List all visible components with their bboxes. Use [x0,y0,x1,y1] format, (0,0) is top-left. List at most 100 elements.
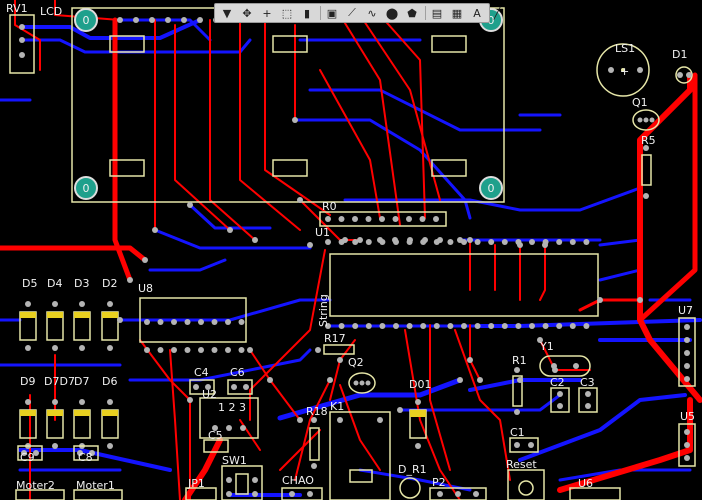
u8-pin [225,347,231,353]
via-set [117,117,643,423]
select-all-icon[interactable]: ▣ [326,6,338,20]
r1-resistor[interactable] [512,367,523,415]
via [267,377,273,383]
text-icon[interactable]: A [473,6,481,20]
c9-capacitor[interactable] [17,445,43,461]
chao-connector[interactable] [281,487,323,500]
r0-pin [352,216,358,222]
r18-resistor[interactable] [309,417,320,469]
via [517,242,523,248]
label-u8: U8 [138,282,153,295]
led-cathode-band [102,410,118,416]
via [552,367,558,373]
label-chip-pins: 1 2 3 [218,401,246,414]
label-q1: Q1 [632,96,648,109]
label-p2: P2 [432,476,446,489]
sw1-switch[interactable] [221,465,263,500]
c5-capacitor[interactable] [203,439,229,453]
label-reset: Reset [506,458,537,471]
u8-pin [144,319,150,325]
interactive-route-icon[interactable]: ∿ [367,6,377,20]
bar-chart-icon[interactable]: ▮ [303,6,311,20]
u6-component[interactable] [569,487,621,500]
label-d01: D01 [409,378,431,391]
c1-capacitor[interactable] [509,437,539,453]
label-d-r1: D_R1 [398,463,427,476]
via [127,277,133,283]
via [187,397,193,403]
led-pin [107,399,113,405]
label-ls1: LS1 [615,42,635,55]
label-y1: Y1 [539,340,554,353]
pin-icon[interactable]: ⬤ [385,6,399,20]
label-moter1: Moter1 [76,479,115,492]
via [337,357,343,363]
u8-pin [184,347,191,353]
r17-resistor[interactable] [315,344,355,355]
label-d2: D2 [102,277,117,290]
jp1-jumper[interactable] [185,487,217,500]
k1-relay[interactable] [329,411,391,500]
led-pin [79,399,85,405]
label-rv1: RV1 [6,2,28,15]
moter1-connector[interactable] [73,489,123,500]
led-pin [52,399,58,405]
via [437,237,443,243]
p2-connector[interactable] [429,487,487,500]
c8-capacitor[interactable] [73,445,99,461]
via [142,257,148,263]
filter-icon[interactable]: ▼ [222,6,232,20]
led-cathode-band [47,410,63,416]
fill-icon[interactable]: ▤ [431,6,443,20]
u1-pin [474,239,481,245]
led-row-top[interactable] [19,301,119,351]
u2-regulator[interactable] [199,397,259,439]
q1-transistor[interactable] [632,109,660,131]
led-pin [25,399,31,405]
line-icon[interactable]: ╱ [493,6,501,20]
d1-diode[interactable] [675,66,693,84]
u8-pin [171,347,177,353]
ls1-buzzer[interactable] [596,43,650,97]
label-d6: D6 [102,375,117,388]
d01-led[interactable] [409,399,427,449]
r5-resistor[interactable] [641,145,652,199]
u7-header[interactable] [678,317,696,387]
c2-capacitor[interactable] [550,387,570,413]
c4-capacitor[interactable] [189,379,215,395]
via [517,377,523,383]
label-c9: C9 [20,451,35,464]
chart-icon[interactable]: ▦ [451,6,463,20]
route-icon[interactable]: ⟋ [348,6,356,19]
u8-driver[interactable] [139,297,247,353]
reset-button[interactable] [507,469,545,500]
led-pin [107,301,113,307]
lcd-pin [165,17,171,23]
u1-pin [488,239,495,245]
rv1-connector[interactable] [9,14,35,74]
r0-resistor-array[interactable] [319,211,447,227]
c6-capacitor[interactable] [227,379,253,395]
label-c3: C3 [580,376,595,389]
u5-header[interactable] [678,423,696,467]
label-moter2: Moter2 [16,479,55,492]
d-r1-diode[interactable] [399,477,421,499]
u8-pin [211,319,218,325]
polygon-icon[interactable]: ⬟ [407,6,417,20]
crosshair-icon[interactable]: + [262,6,272,20]
label-c6: C6 [230,366,245,379]
select-rect-icon[interactable]: ⬚ [281,6,293,20]
label-string: String [317,294,330,327]
move-icon[interactable]: ✥ [242,6,252,20]
u8-pin [144,347,150,353]
q2-transistor[interactable] [348,372,376,394]
c3-capacitor[interactable] [578,387,598,413]
lcd-pin [117,17,123,23]
led-cathode-band [20,312,36,318]
led-row-bottom[interactable] [19,399,119,449]
toolbar-separator [320,6,321,20]
moter2-connector[interactable] [15,489,65,500]
u1-microcontroller[interactable] [325,239,599,329]
r0-pin [338,216,345,222]
